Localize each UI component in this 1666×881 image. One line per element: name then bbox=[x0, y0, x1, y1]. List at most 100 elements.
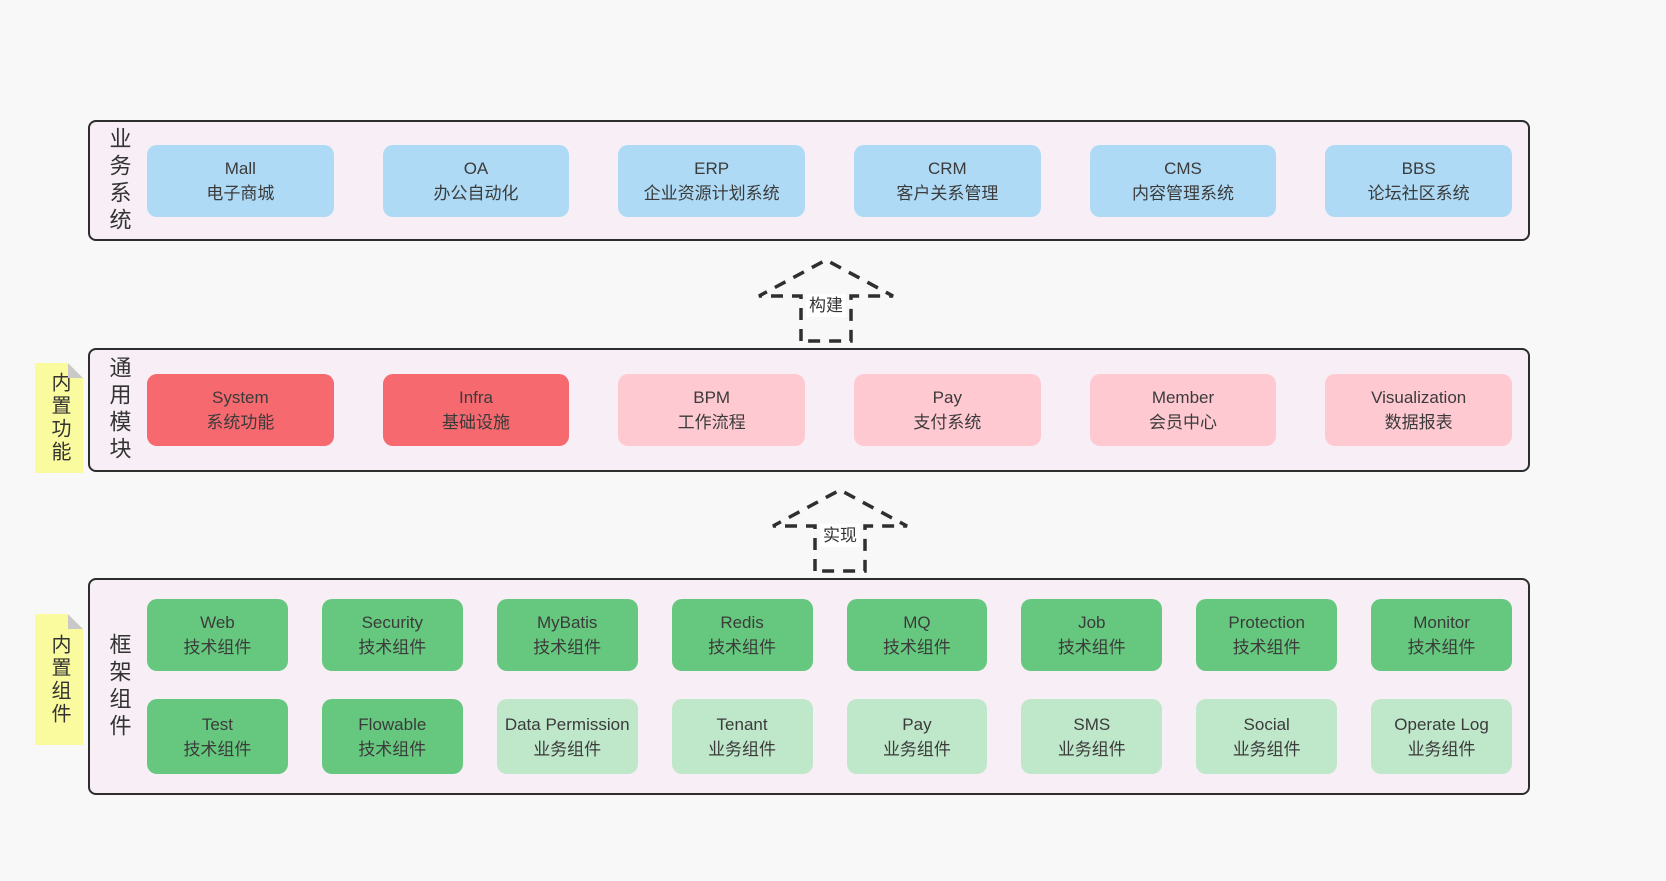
box-title: System bbox=[211, 388, 269, 407]
box-subtitle: 技术组件 bbox=[533, 638, 602, 657]
box-subtitle: 业务组件 bbox=[1232, 739, 1301, 759]
box-job: Job 技术组件 bbox=[1021, 599, 1163, 671]
implement-arrow-icon: 实现 bbox=[769, 487, 911, 573]
box-title: Data Permission bbox=[504, 714, 630, 734]
common-modules-panel: 通用模块 System 系统功能 Infra 基础设施 BPM 工作流程 Pay… bbox=[88, 348, 1530, 472]
box-cms: CMS 内容管理系统 bbox=[1089, 144, 1277, 217]
box-title: CMS bbox=[1164, 158, 1202, 178]
box-title: MQ bbox=[903, 613, 931, 632]
panel-label-common: 通用模块 bbox=[106, 356, 132, 464]
box-subtitle: 技术组件 bbox=[358, 739, 427, 759]
box-test: Test 技术组件 bbox=[147, 699, 288, 774]
box-member: Member 会员中心 bbox=[1089, 374, 1277, 446]
arrow-up-icon bbox=[772, 488, 908, 573]
business-systems-panel: 业务系统 Mall 电子商城 OA 办公自动化 ERP 企业资源计划系统 CRM… bbox=[88, 120, 1530, 241]
build-arrow-label: 构建 bbox=[806, 294, 846, 317]
common-modules-grid: System 系统功能 Infra 基础设施 BPM 工作流程 Pay 支付系统… bbox=[147, 374, 1512, 446]
box-visualization: Visualization 数据报表 bbox=[1325, 374, 1512, 446]
framework-row-1: Web 技术组件 Security 技术组件 MyBatis 技术组件 Redi… bbox=[147, 599, 1512, 671]
box-title: Operate Log bbox=[1394, 714, 1489, 734]
box-erp: ERP 企业资源计划系统 bbox=[618, 144, 805, 217]
box-title: Visualization bbox=[1371, 388, 1467, 407]
box-protection: Protection 技术组件 bbox=[1196, 599, 1338, 671]
box-title: Protection bbox=[1228, 613, 1305, 632]
implement-arrow-label: 实现 bbox=[820, 524, 860, 547]
box-security: Security 技术组件 bbox=[321, 599, 463, 671]
box-title: Redis bbox=[720, 613, 764, 632]
box-title: Web bbox=[200, 613, 235, 632]
box-mq: MQ 技术组件 bbox=[846, 599, 988, 671]
box-subtitle: 系统功能 bbox=[206, 413, 275, 432]
box-subtitle: 基础设施 bbox=[441, 413, 510, 432]
box-title: Member bbox=[1151, 388, 1215, 407]
box-title: Security bbox=[361, 613, 424, 632]
box-subtitle: 技术组件 bbox=[882, 638, 951, 657]
box-pay-component: Pay 业务组件 bbox=[846, 699, 988, 774]
box-subtitle: 论坛社区系统 bbox=[1367, 183, 1470, 203]
box-subtitle: 技术组件 bbox=[1407, 638, 1476, 657]
arrow-up-icon bbox=[758, 258, 894, 343]
box-bpm: BPM 工作流程 bbox=[618, 374, 805, 446]
box-redis: Redis 技术组件 bbox=[671, 599, 813, 671]
box-title: OA bbox=[463, 158, 489, 178]
box-subtitle: 技术组件 bbox=[183, 638, 252, 657]
box-crm: CRM 客户关系管理 bbox=[854, 144, 1041, 217]
business-systems-label-wrap: 业务系统 bbox=[90, 127, 147, 235]
box-title: BPM bbox=[693, 388, 731, 407]
sticky-note-builtin-features: 内置功能 bbox=[35, 363, 83, 473]
box-flowable: Flowable 技术组件 bbox=[321, 699, 463, 774]
box-subtitle: 支付系统 bbox=[913, 413, 982, 432]
box-tenant: Tenant 业务组件 bbox=[671, 699, 813, 774]
note-label: 内置功能 bbox=[48, 372, 70, 464]
box-monitor: Monitor 技术组件 bbox=[1371, 599, 1512, 671]
box-subtitle: 技术组件 bbox=[183, 739, 252, 759]
box-mall: Mall 电子商城 bbox=[147, 144, 334, 217]
box-title: ERP bbox=[694, 158, 730, 178]
box-data-permission: Data Permission 业务组件 bbox=[496, 699, 638, 774]
box-subtitle: 业务组件 bbox=[533, 739, 602, 759]
folded-corner-icon bbox=[68, 614, 83, 629]
box-subtitle: 数据报表 bbox=[1384, 413, 1453, 432]
box-system: System 系统功能 bbox=[147, 374, 334, 446]
business-systems-grid: Mall 电子商城 OA 办公自动化 ERP 企业资源计划系统 CRM 客户关系… bbox=[147, 144, 1512, 217]
box-subtitle: 企业资源计划系统 bbox=[643, 183, 780, 203]
box-title: Pay bbox=[902, 714, 932, 734]
box-web: Web 技术组件 bbox=[147, 599, 288, 671]
framework-row-2: Test 技术组件 Flowable 技术组件 Data Permission … bbox=[147, 699, 1512, 774]
box-title: Job bbox=[1078, 613, 1106, 632]
box-subtitle: 工作流程 bbox=[677, 413, 746, 432]
box-social: Social 业务组件 bbox=[1196, 699, 1338, 774]
panel-label-business: 业务系统 bbox=[106, 126, 132, 235]
box-subtitle: 客户关系管理 bbox=[896, 183, 999, 203]
box-title: Tenant bbox=[716, 714, 768, 734]
panel-label-framework: 框架组件 bbox=[106, 632, 132, 741]
box-sms: SMS 业务组件 bbox=[1021, 699, 1163, 774]
box-subtitle: 技术组件 bbox=[708, 638, 777, 657]
box-operate-log: Operate Log 业务组件 bbox=[1371, 699, 1512, 774]
box-title: Monitor bbox=[1413, 613, 1470, 632]
note-label: 内置组件 bbox=[48, 633, 70, 726]
box-subtitle: 技术组件 bbox=[1232, 638, 1301, 657]
box-subtitle: 业务组件 bbox=[1407, 739, 1476, 759]
box-title: BBS bbox=[1401, 158, 1436, 178]
box-title: Flowable bbox=[358, 714, 427, 734]
box-bbs: BBS 论坛社区系统 bbox=[1325, 144, 1512, 217]
folded-corner-icon bbox=[68, 363, 83, 378]
box-subtitle: 电子商城 bbox=[206, 183, 275, 203]
framework-components-rows: Web 技术组件 Security 技术组件 MyBatis 技术组件 Redi… bbox=[147, 599, 1512, 774]
box-pay: Pay 支付系统 bbox=[854, 374, 1041, 446]
box-subtitle: 业务组件 bbox=[882, 739, 951, 759]
box-subtitle: 技术组件 bbox=[1057, 638, 1126, 657]
box-mybatis: MyBatis 技术组件 bbox=[496, 599, 638, 671]
build-arrow-icon: 构建 bbox=[755, 257, 897, 343]
common-modules-label-wrap: 通用模块 bbox=[90, 356, 147, 464]
box-title: CRM bbox=[927, 158, 967, 178]
box-title: Test bbox=[201, 714, 234, 734]
box-subtitle: 会员中心 bbox=[1148, 413, 1217, 432]
framework-components-panel: 框架组件 Web 技术组件 Security 技术组件 MyBatis 技术组件… bbox=[88, 578, 1530, 795]
box-title: Social bbox=[1243, 714, 1290, 734]
box-title: Pay bbox=[932, 388, 962, 407]
box-oa: OA 办公自动化 bbox=[382, 144, 570, 217]
box-subtitle: 业务组件 bbox=[1057, 739, 1126, 759]
